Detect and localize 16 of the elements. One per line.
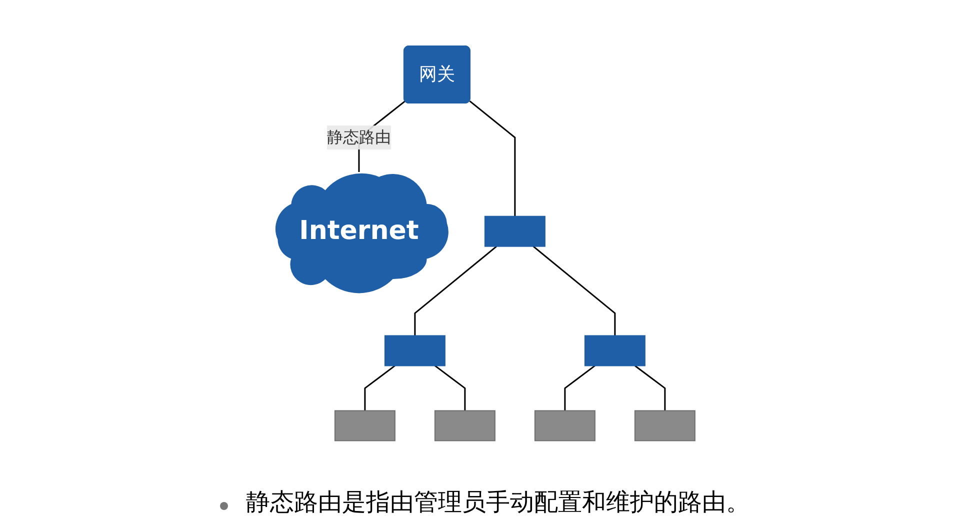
node-box	[584, 334, 645, 366]
connector	[468, 100, 516, 216]
caption: 静态路由是指由管理员手动配置和维护的路由。	[246, 487, 750, 518]
node-computer	[334, 410, 395, 441]
node-computer	[634, 410, 695, 441]
connector	[414, 245, 497, 336]
node-computer	[434, 410, 495, 441]
node-box	[384, 334, 445, 366]
node-computer	[534, 410, 595, 441]
connector	[434, 364, 466, 410]
node-box	[484, 216, 545, 246]
edge-label: 静态路由	[326, 127, 391, 146]
connector	[564, 364, 595, 410]
connector	[364, 364, 395, 410]
connector	[532, 245, 616, 336]
connector	[634, 364, 666, 410]
